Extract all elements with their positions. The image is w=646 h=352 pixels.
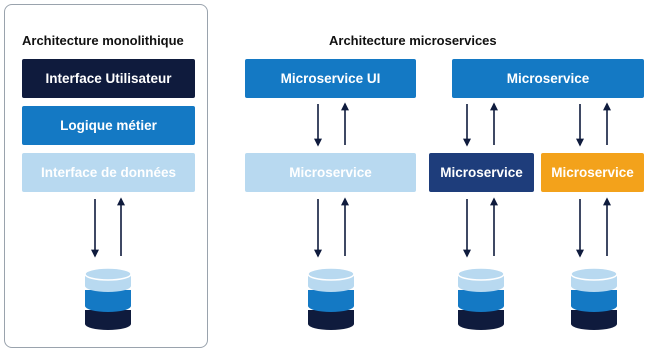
microservice-navy-box: Microservice xyxy=(429,153,534,192)
monolith-title: Architecture monolithique xyxy=(22,33,184,48)
monolith-ui-layer: Interface Utilisateur xyxy=(22,59,195,98)
database-icon xyxy=(457,267,505,330)
monolith-data-layer: Interface de données xyxy=(22,153,195,192)
database-icon xyxy=(307,267,355,330)
database-icon xyxy=(84,267,132,330)
microservice-top-right-box: Microservice xyxy=(452,59,644,98)
database-icon xyxy=(570,267,618,330)
microservices-title: Architecture microservices xyxy=(329,33,497,48)
monolith-panel xyxy=(4,4,208,348)
microservice-ui-box: Microservice UI xyxy=(245,59,416,98)
microservice-light-box: Microservice xyxy=(245,153,416,192)
monolith-logic-layer: Logique métier xyxy=(22,106,195,145)
microservice-orange-box: Microservice xyxy=(541,153,644,192)
